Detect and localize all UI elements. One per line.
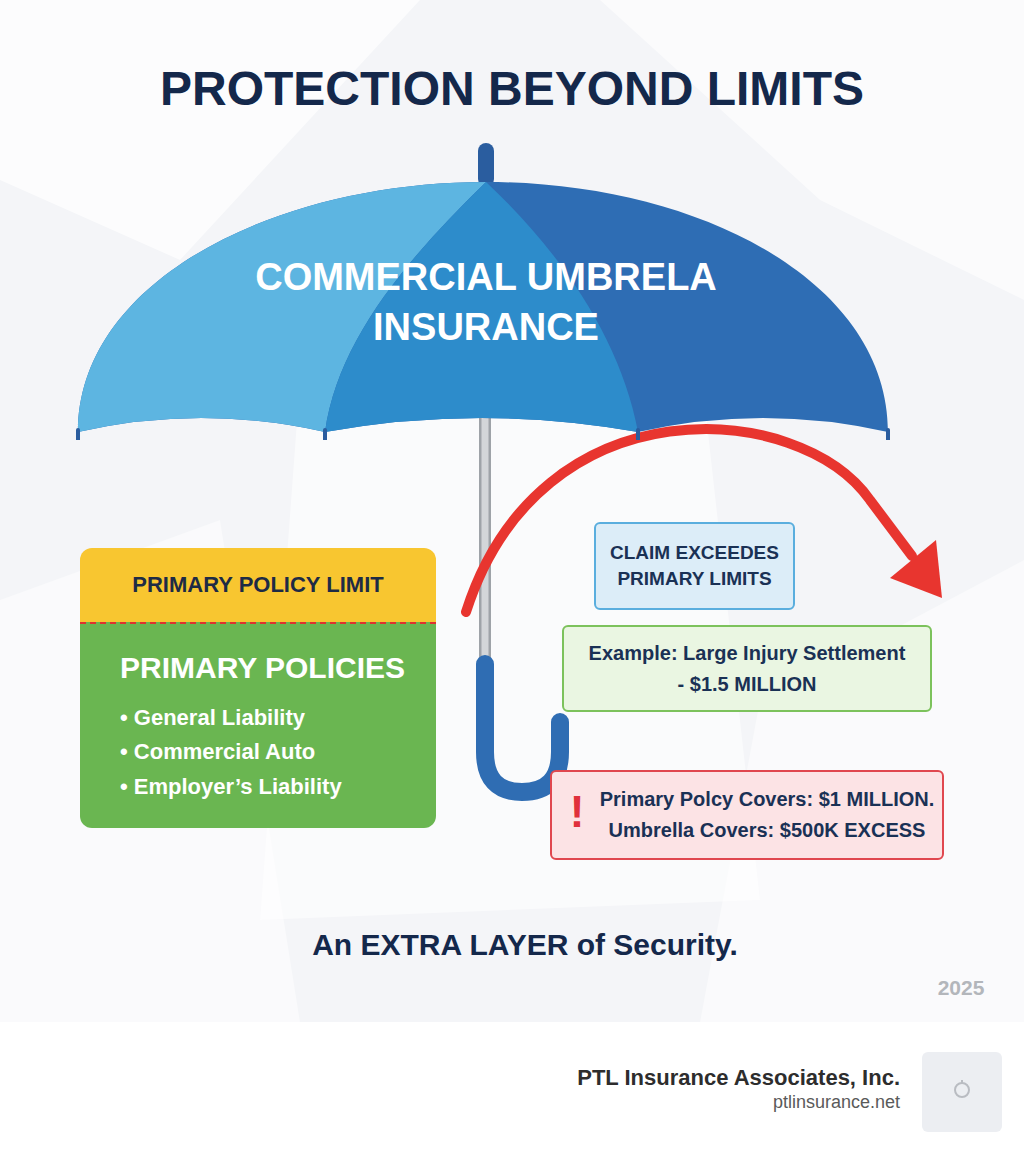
umbrella-canopy: COMMERCIAL UMBRELA INSURANCE — [76, 140, 890, 440]
claim-text: CLAIM EXCEEDES PRIMARY LIMITS — [596, 540, 793, 592]
policy-item: • Employer’s Liability — [120, 772, 430, 802]
logo-icon — [955, 1083, 969, 1097]
alert-icon: ! — [562, 786, 592, 838]
umbrella-pole — [479, 395, 491, 668]
year-mark: 2025 — [926, 975, 996, 1001]
umbrella-handle — [485, 664, 560, 792]
example-text: Example: Large Injury Settlement - $1.5 … — [586, 638, 908, 700]
rib-tip — [76, 430, 80, 440]
policy-item: • General Liability — [120, 703, 430, 733]
logo-icon — [961, 1080, 963, 1084]
umbrella-pole — [482, 395, 489, 668]
canopy-panel — [78, 182, 888, 432]
claim-box: CLAIM EXCEEDES PRIMARY LIMITS — [594, 522, 795, 610]
company-url: ptlinsurance.net — [480, 1091, 900, 1113]
logo-tile — [922, 1052, 1002, 1132]
example-box: Example: Large Injury Settlement - $1.5 … — [562, 625, 932, 712]
arrow-head — [890, 540, 942, 598]
box-heading: PRIMARY POLICIES — [120, 650, 430, 686]
limit-band: PRIMARY POLICY LIMIT — [80, 548, 436, 622]
page-background — [0, 0, 1024, 1022]
coverage-text: Primary Polcy Covers: $1 MILLION. Umbrel… — [594, 784, 940, 846]
rib-tip — [636, 430, 640, 440]
policy-item: • Commercial Auto — [120, 737, 430, 767]
diagram-title: PROTECTION BEYOND LIMITS — [0, 60, 1024, 118]
footer-band — [0, 1022, 1024, 1154]
rib-tip — [323, 430, 327, 440]
band-label: PRIMARY POLICY LIMIT — [80, 570, 436, 600]
company-name: PTL Insurance Associates, Inc. — [480, 1064, 900, 1092]
overflow-arrow — [466, 429, 912, 612]
policy-box: PRIMARY POLICIES • General Liability • Com… — [80, 622, 436, 828]
umbrella-tip — [478, 143, 494, 187]
canopy-title: COMMERCIAL UMBRELA INSURANCE — [226, 252, 746, 352]
diagram-caption: An EXTRA LAYER of Security. — [180, 926, 870, 964]
coverage-box: !Primary Polcy Covers: $1 MILLION. Umbre… — [550, 770, 944, 860]
rib-tip — [886, 430, 890, 440]
